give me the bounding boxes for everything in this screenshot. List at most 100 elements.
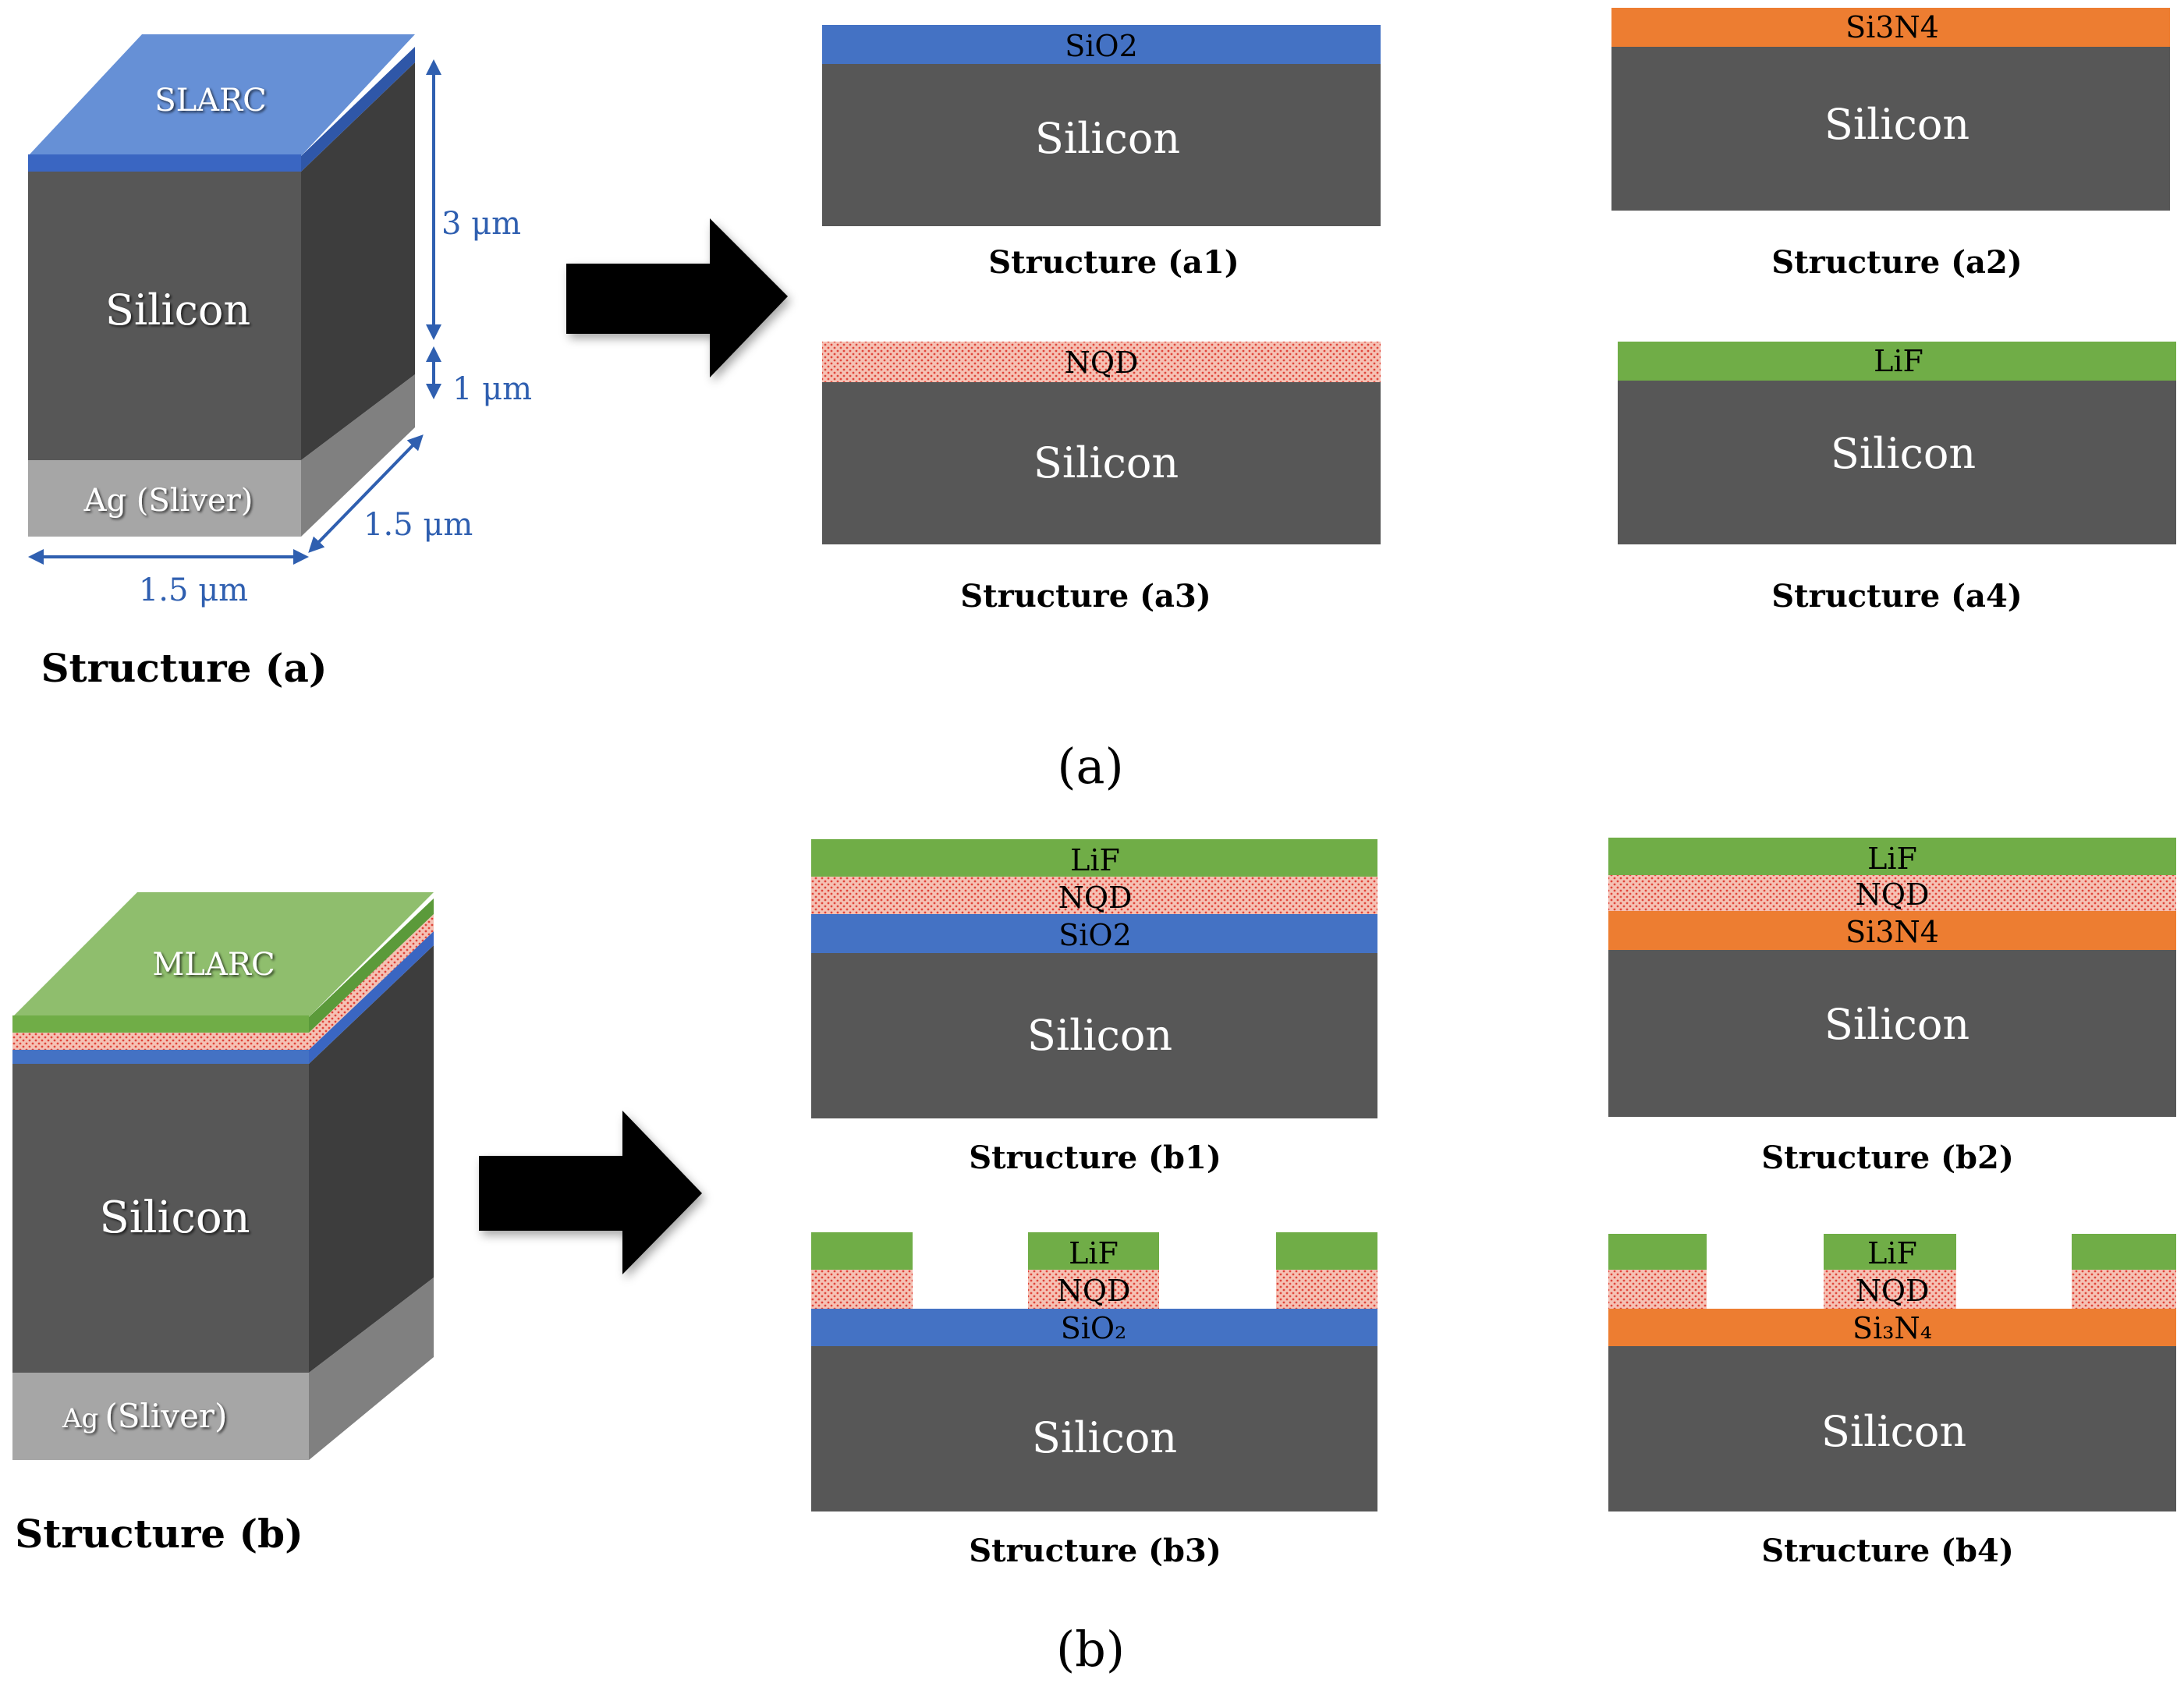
layer-label: Si3N4 bbox=[1845, 10, 1939, 44]
panel-b2: LiF NQD Si3N4 Silicon Structure (b2) bbox=[1608, 838, 2176, 1176]
silicon-side-face bbox=[301, 62, 415, 460]
sio2-layer bbox=[811, 1309, 1377, 1346]
layer-label-middle: NQD bbox=[1856, 1274, 1930, 1308]
panel-a1: SiO2 Silicon Structure (a1) bbox=[822, 25, 1381, 281]
layer-label: SiO2 bbox=[1065, 29, 1138, 63]
slarc-top-face bbox=[28, 34, 415, 156]
silicon-substrate bbox=[822, 64, 1381, 226]
silver-label: Ag(Sliver) bbox=[62, 1397, 227, 1435]
substrate-label: Silicon bbox=[1034, 438, 1179, 487]
structure-b-title: Structure (b) bbox=[15, 1511, 303, 1557]
si3n4-layer bbox=[1608, 911, 2176, 950]
silicon-substrate bbox=[1608, 950, 2176, 1117]
si3n4-layer bbox=[1611, 8, 2170, 47]
substrate-label: Silicon bbox=[1824, 1000, 1970, 1049]
silicon-front-face bbox=[28, 172, 301, 460]
mlarc-top-face bbox=[12, 892, 434, 1017]
panel-title: Structure (a2) bbox=[1771, 244, 2022, 281]
lif-pad-left bbox=[811, 1232, 913, 1270]
layer-label-bottom: SiO2 bbox=[1058, 918, 1132, 952]
layer-label-bottom: SiO₂ bbox=[1061, 1311, 1127, 1345]
panel-b4: LiF NQD Si₃N₄ Silicon Structure (b4) bbox=[1608, 1234, 2176, 1569]
dim-arrow-depth bbox=[308, 434, 424, 553]
silicon-substrate bbox=[811, 953, 1377, 1118]
substrate-label: Silicon bbox=[1831, 429, 1976, 478]
panel-b3: LiF NQD SiO₂ Silicon Structure (b3) bbox=[811, 1232, 1377, 1569]
substrate-label: Silicon bbox=[1035, 114, 1180, 163]
panel-a2: Si3N4 Silicon Structure (a2) bbox=[1611, 8, 2170, 281]
silver-label-rest: (Sliver) bbox=[105, 1397, 227, 1435]
lif-pad-left bbox=[1608, 1234, 1707, 1270]
lif-pad-center bbox=[1028, 1232, 1159, 1270]
dim-label-si-height: 3 μm bbox=[441, 206, 521, 242]
nqd-front-layer bbox=[12, 1033, 309, 1050]
silicon-substrate bbox=[1618, 381, 2176, 544]
structure-b-block: MLARC Silicon Ag(Sliver) Structure (b) bbox=[12, 892, 434, 1557]
slarc-label: SLARC bbox=[154, 83, 267, 119]
silicon-side-face bbox=[309, 945, 434, 1373]
layer-label: LiF bbox=[1874, 344, 1923, 378]
nqd-pad-right bbox=[2072, 1270, 2176, 1309]
layer-label-middle: NQD bbox=[1856, 877, 1930, 912]
layer-label-middle: NQD bbox=[1057, 1274, 1131, 1308]
nqd-pad-right bbox=[1276, 1270, 1377, 1309]
transform-arrow-a bbox=[566, 218, 788, 377]
dim-label-width: 1.5 μm bbox=[139, 572, 248, 608]
panel-title: Structure (a3) bbox=[960, 578, 1211, 615]
layer-label-top: LiF bbox=[1069, 1236, 1119, 1270]
silver-front-face bbox=[28, 460, 301, 537]
panel-title: Structure (a1) bbox=[988, 244, 1239, 281]
silicon-substrate bbox=[822, 382, 1381, 544]
nqd-pad-center bbox=[1028, 1270, 1159, 1309]
sio2-layer bbox=[822, 25, 1381, 64]
slarc-side-face bbox=[301, 47, 415, 172]
substrate-label: Silicon bbox=[1027, 1011, 1172, 1060]
panel-title: Structure (b4) bbox=[1761, 1533, 2014, 1569]
panel-b1: LiF NQD SiO2 Silicon Structure (b1) bbox=[811, 839, 1377, 1176]
panel-a4: LiF Silicon Structure (a4) bbox=[1618, 342, 2176, 615]
panel-title: Structure (b2) bbox=[1761, 1139, 2014, 1176]
silicon-label: Silicon bbox=[105, 285, 250, 335]
silver-side-face bbox=[309, 1278, 434, 1460]
nqd-layer bbox=[1608, 875, 2176, 911]
sio2-front-layer bbox=[12, 1050, 309, 1064]
mlarc-label: MLARC bbox=[152, 947, 275, 983]
silicon-substrate bbox=[811, 1346, 1377, 1511]
layer-label-bottom: Si₃N₄ bbox=[1852, 1311, 1932, 1345]
lif-pad-center bbox=[1824, 1234, 1956, 1270]
silver-front-face bbox=[12, 1373, 309, 1460]
lif-pad-right bbox=[2072, 1234, 2176, 1270]
panel-title: Structure (b3) bbox=[969, 1533, 1221, 1569]
si3n4-layer bbox=[1608, 1309, 2176, 1346]
lif-layer bbox=[1608, 838, 2176, 875]
panel-title: Structure (a4) bbox=[1771, 578, 2022, 615]
nqd-layer bbox=[822, 342, 1381, 382]
silicon-substrate bbox=[1611, 47, 2170, 211]
lif-pad-right bbox=[1276, 1232, 1377, 1270]
sio2-layer bbox=[811, 914, 1377, 953]
layer-label-bottom: Si3N4 bbox=[1845, 915, 1939, 949]
slarc-front-layer bbox=[28, 154, 301, 172]
panel-title: Structure (b1) bbox=[969, 1139, 1221, 1176]
silver-label: Ag (Sliver) bbox=[83, 483, 254, 519]
layer-label-top: LiF bbox=[1867, 1236, 1917, 1270]
lif-front-layer bbox=[12, 1015, 309, 1033]
layer-label-top: LiF bbox=[1867, 842, 1917, 876]
substrate-label: Silicon bbox=[1824, 100, 1970, 149]
silicon-label: Silicon bbox=[99, 1193, 250, 1243]
structure-a-block: SLARC Silicon Ag (Sliver) 3 μm 1 μm 1.5 … bbox=[28, 34, 532, 691]
silicon-front-face bbox=[12, 1064, 309, 1373]
silver-label-prefix: Ag bbox=[62, 1403, 98, 1434]
caption-b: (b) bbox=[1056, 1621, 1125, 1678]
panel-a3: NQD Silicon Structure (a3) bbox=[822, 342, 1381, 615]
transform-arrow-b bbox=[479, 1111, 702, 1274]
lif-layer bbox=[811, 839, 1377, 877]
layer-label: NQD bbox=[1065, 346, 1139, 380]
dim-label-depth: 1.5 μm bbox=[363, 507, 473, 543]
lif-side-face bbox=[309, 898, 434, 1033]
nqd-side-face bbox=[309, 914, 434, 1050]
caption-a: (a) bbox=[1057, 738, 1123, 795]
layer-label-middle: NQD bbox=[1058, 881, 1133, 915]
nqd-pad-left bbox=[1608, 1270, 1707, 1309]
